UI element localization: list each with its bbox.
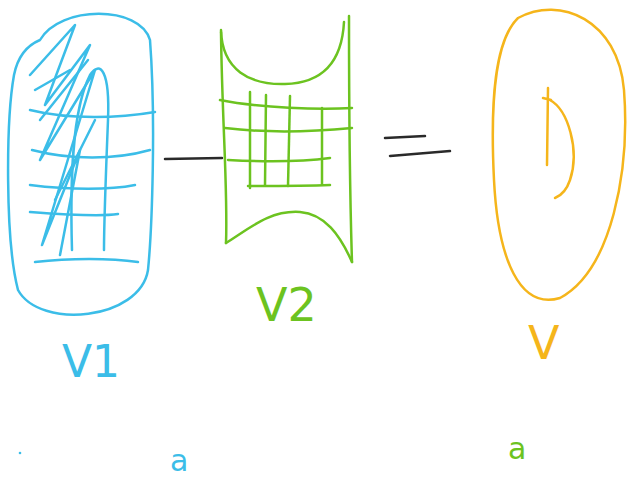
minus-sign <box>165 158 222 159</box>
equals-sign <box>385 136 450 156</box>
torus-sketch <box>493 10 625 300</box>
volume-label: V2 <box>256 282 317 328</box>
variable-label: a <box>508 434 526 464</box>
volume-label: V1 <box>62 340 120 384</box>
cylinder-sketch <box>8 14 155 315</box>
volume-label: V <box>528 320 559 366</box>
hyperboloid-sketch <box>220 16 352 262</box>
dot <box>19 452 22 455</box>
variable-label: a <box>170 446 188 476</box>
